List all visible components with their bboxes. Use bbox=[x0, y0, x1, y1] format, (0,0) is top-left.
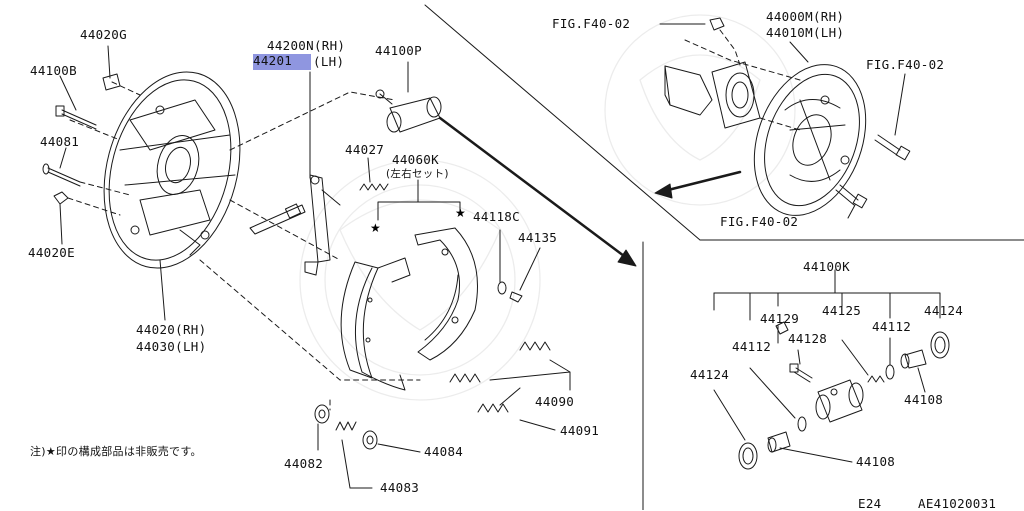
label-44027: 44027 bbox=[345, 142, 385, 157]
label-44084: 44084 bbox=[424, 444, 464, 459]
backing-plate-drawing bbox=[103, 71, 241, 269]
label-44081: 44081 bbox=[40, 134, 80, 149]
label-44090: 44090 bbox=[535, 394, 575, 409]
label-fig-bottom[interactable]: FIG.F40-02 bbox=[720, 214, 799, 229]
bolt-lower-drawing bbox=[835, 184, 868, 209]
label-44128: 44128 bbox=[788, 331, 828, 346]
footnote-non-sale: 注)★印の構成部品は非販売です。 bbox=[30, 445, 202, 458]
cylinder-body-drawing bbox=[815, 379, 864, 423]
label-44000M: 44000M(RH) bbox=[766, 9, 845, 24]
divider-diagonal bbox=[424, 4, 701, 241]
bolt-44100B-drawing bbox=[55, 105, 97, 130]
footer-reference-code: AE41020031 bbox=[918, 496, 997, 511]
star-marker-front-shoe: ★ bbox=[370, 221, 381, 235]
wheel-cylinder-44100P-drawing bbox=[375, 89, 442, 133]
label-fig-top-right[interactable]: FIG.F40-02 bbox=[866, 57, 945, 72]
label-44091: 44091 bbox=[560, 423, 600, 438]
boot-44124-drawing bbox=[738, 331, 950, 470]
footer-model-code: E24 bbox=[858, 496, 882, 511]
cap-44129-drawing bbox=[775, 321, 789, 335]
spring-44083-drawing bbox=[335, 421, 357, 431]
label-44125: 44125 bbox=[822, 303, 862, 318]
label-44030-lh: 44030(LH) bbox=[136, 339, 207, 354]
bleeder-44128-drawing bbox=[789, 363, 813, 383]
label-44100B: 44100B bbox=[30, 63, 77, 78]
label-44135: 44135 bbox=[518, 230, 558, 245]
brake-assembly-drawing bbox=[753, 64, 867, 216]
spring-44027-drawing bbox=[359, 183, 389, 191]
bolt-right-drawing bbox=[874, 134, 911, 161]
label-44118C: 44118C bbox=[473, 209, 520, 224]
label-44060K-set: (左右セット) bbox=[386, 168, 449, 180]
label-44112-left: 44112 bbox=[732, 339, 772, 354]
label-44082: 44082 bbox=[284, 456, 324, 471]
label-44112-right: 44112 bbox=[872, 319, 912, 334]
label-44129: 44129 bbox=[760, 311, 800, 326]
label-44124-left: 44124 bbox=[690, 367, 730, 382]
label-44124-right: 44124 bbox=[924, 303, 964, 318]
label-fig-top-left[interactable]: FIG.F40-02 bbox=[552, 16, 631, 31]
nut-44020E-drawing bbox=[53, 191, 69, 205]
label-44201-highlighted[interactable]: 44201 bbox=[253, 54, 311, 70]
arrow-to-fig bbox=[658, 170, 742, 194]
brake-shoe-front-drawing bbox=[340, 257, 411, 391]
label-44201-side: (LH) bbox=[313, 54, 345, 69]
hub-drawing bbox=[711, 61, 761, 129]
label-44100P: 44100P bbox=[375, 43, 422, 58]
label-44020E: 44020E bbox=[28, 245, 75, 260]
plug-44081-drawing bbox=[42, 163, 81, 187]
clip-44118C-drawing bbox=[497, 281, 507, 295]
piston-44108-drawing bbox=[767, 349, 927, 453]
star-marker-rear-shoe: ★ bbox=[455, 206, 466, 220]
kit-44100K-bracket bbox=[713, 269, 941, 321]
spring-44090-drawing bbox=[449, 341, 551, 383]
watermark-emblem bbox=[299, 14, 796, 401]
cup-44084-drawing bbox=[362, 430, 378, 450]
lever-assembly-drawing bbox=[249, 174, 341, 276]
label-44083: 44083 bbox=[380, 480, 420, 495]
bracket-drawing bbox=[664, 65, 713, 116]
nut-top-drawing bbox=[709, 17, 725, 31]
label-44010M: 44010M(LH) bbox=[766, 25, 845, 40]
spring-44091-drawing bbox=[477, 403, 509, 413]
label-44108-left: 44108 bbox=[856, 454, 896, 469]
label-44200N: 44200N(RH) bbox=[267, 38, 346, 53]
label-44100K: 44100K bbox=[803, 259, 850, 274]
label-44108-right: 44108 bbox=[904, 392, 944, 407]
spring-44125-drawing bbox=[867, 375, 885, 383]
piston-cup-44112-drawing bbox=[797, 364, 895, 432]
label-44060K: 44060K bbox=[392, 152, 439, 167]
cup-44082-drawing bbox=[314, 404, 330, 424]
label-44020-rh: 44020(RH) bbox=[136, 322, 207, 337]
label-44020G: 44020G bbox=[80, 27, 127, 42]
arrow-to-detail bbox=[438, 116, 634, 264]
pin-44135-drawing bbox=[509, 291, 523, 303]
brake-shoe-rear-drawing bbox=[414, 227, 478, 361]
